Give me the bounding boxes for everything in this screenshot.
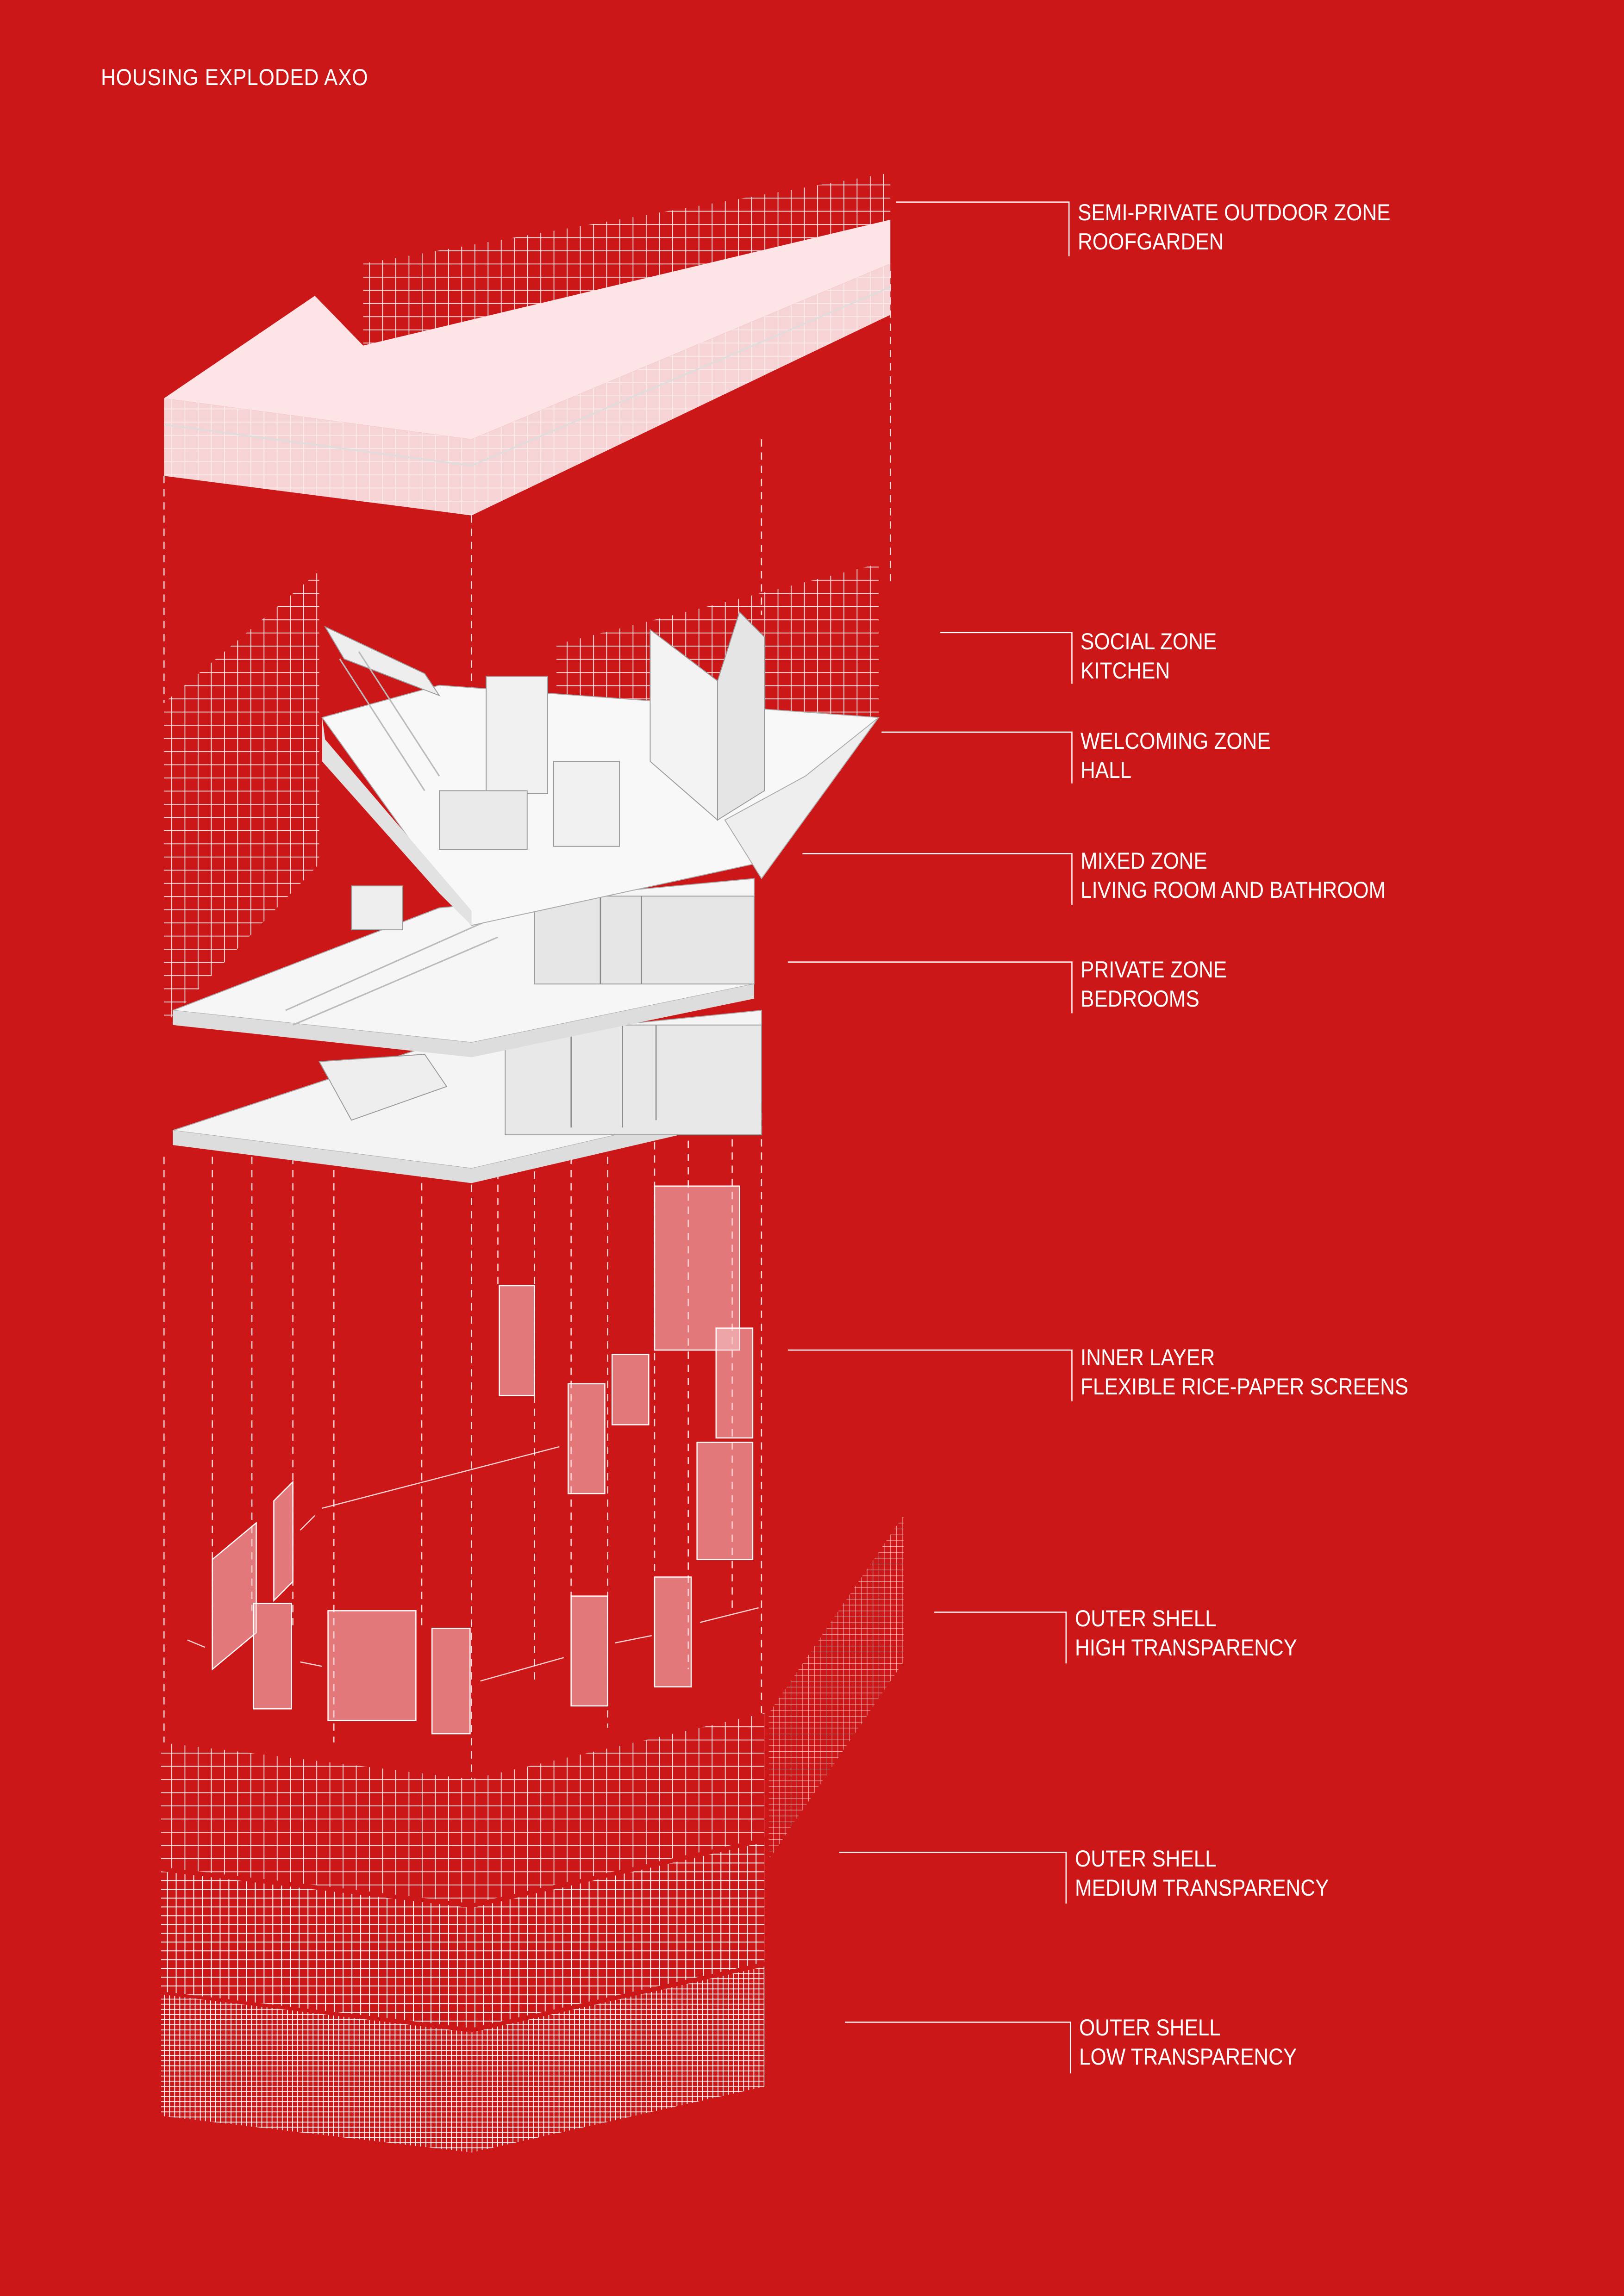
rice-paper-screens [212,1185,754,1735]
leader-lines [787,201,1073,2074]
building-model [164,564,880,1183]
outer-shell-medium [161,1842,765,2028]
outer-shell-low [161,1966,765,2153]
roof-garden-layer [164,173,891,516]
projection-lines [163,271,891,1780]
page-title: HOUSING EXPLODED AXO [101,64,369,90]
outer-shell-high [161,1515,904,1904]
